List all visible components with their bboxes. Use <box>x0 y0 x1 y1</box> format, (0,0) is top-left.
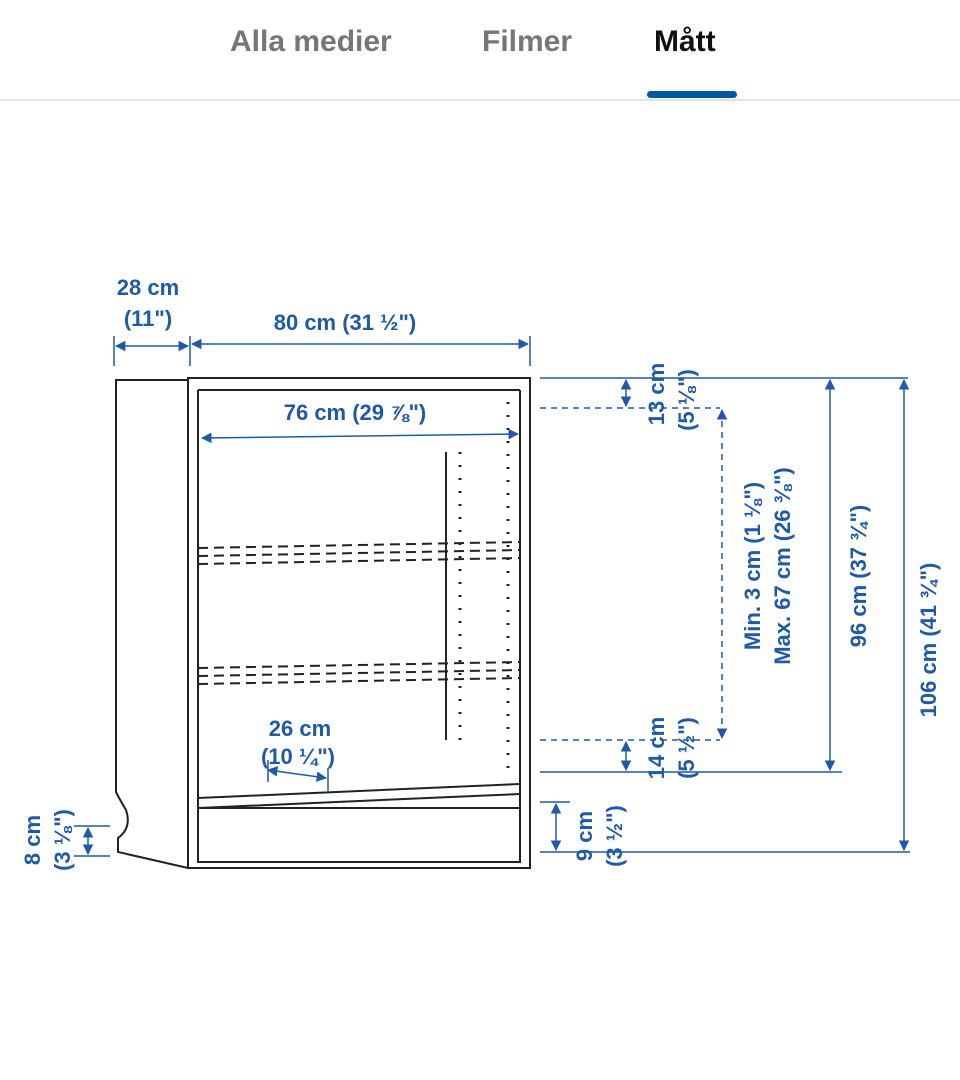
bookcase-illustration <box>115 377 531 870</box>
shelf-range-label-max: Max. 67 cm (26 ⅜") <box>770 467 795 665</box>
adjustable-shelf-lower <box>197 661 521 685</box>
inner-width-label: 76 cm (29 ⅞") <box>284 400 427 425</box>
tab-filmer[interactable]: Filmer <box>482 25 573 58</box>
media-tab-bar: Alla medier Filmer Mått <box>0 0 960 101</box>
plinth-front <box>197 807 521 863</box>
dimension-lines <box>74 336 910 857</box>
plinth-label-inch: (3 ⅛") <box>50 809 75 871</box>
shelf-depth-label-inch: (10 ¼") <box>261 744 335 769</box>
inner-height-label: 96 cm (37 ¾") <box>846 505 871 648</box>
shelf-range-label-min: Min. 3 cm (1 ⅛") <box>740 482 765 650</box>
shelf-depth-dimension-line <box>266 766 328 782</box>
shelf-depth-label-cm: 26 cm <box>269 716 331 741</box>
front-frame-outline <box>187 377 531 869</box>
top-gap-label-cm: 13 cm <box>644 363 669 425</box>
bottom-shelf <box>197 783 521 809</box>
width-label: 80 cm (31 ½") <box>274 310 417 335</box>
side-panel-outline <box>115 379 189 870</box>
base-label-inch: (3 ½") <box>602 805 627 867</box>
depth-label-inch: (11") <box>124 306 172 331</box>
dimension-diagram: 28 cm (11") 80 cm (31 ½") 76 cm (29 ⅞") … <box>20 275 941 871</box>
tab-matt[interactable]: Mått <box>654 25 716 58</box>
total-height-label: 106 cm (41 ¾") <box>916 563 941 718</box>
tab-alla-medier[interactable]: Alla medier <box>230 25 392 58</box>
top-gap-label-inch: (5 ⅛") <box>674 369 699 431</box>
bottom-gap-label-inch: (5 ½") <box>674 717 699 779</box>
dimension-labels: 28 cm (11") 80 cm (31 ½") 76 cm (29 ⅞") … <box>20 275 941 871</box>
adjustable-shelf-upper <box>197 541 521 565</box>
depth-label-cm: 28 cm <box>117 275 179 300</box>
active-tab-indicator <box>647 91 737 98</box>
base-label-cm: 9 cm <box>572 811 597 861</box>
bottom-gap-label-cm: 14 cm <box>644 717 669 779</box>
plinth-label-cm: 8 cm <box>20 815 45 865</box>
inner-width-dimension-line <box>200 428 520 444</box>
